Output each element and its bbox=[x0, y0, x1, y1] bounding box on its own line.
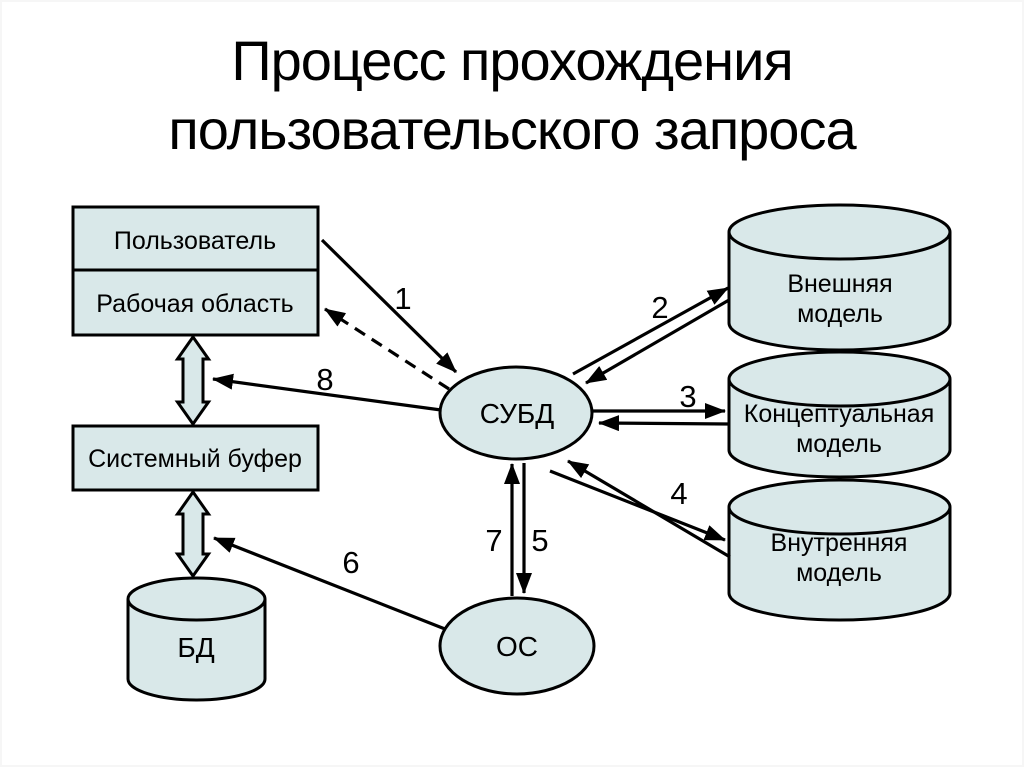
system-buffer-box bbox=[71, 424, 320, 492]
internal-model-top bbox=[727, 478, 952, 536]
db-top bbox=[126, 576, 267, 622]
arrow-label-8: 8 bbox=[316, 362, 333, 397]
conceptual-model-label-line1: Концептуальная bbox=[744, 400, 934, 428]
arrow-dashed-dbms-to-workarea bbox=[324, 307, 450, 391]
node-user-workarea: Пользователь Рабочая область bbox=[71, 205, 320, 337]
arrow-4-dbms-to-internal-model bbox=[549, 469, 726, 542]
internal-model-body bbox=[729, 507, 950, 620]
title-line1: Процесс прохождения bbox=[231, 29, 793, 92]
external-model-label-line2: модель bbox=[797, 300, 883, 328]
db-body bbox=[128, 599, 265, 700]
arrow-label-2: 2 bbox=[651, 290, 668, 325]
internal-model-outline bbox=[727, 507, 952, 622]
internal-model-label-line1: Внутренняя bbox=[771, 529, 908, 557]
arrow-1-user-to-dbms bbox=[320, 238, 458, 374]
arrow-2-dbms-to-external-model bbox=[572, 286, 729, 376]
dbms-label: СУБД bbox=[480, 398, 554, 429]
external-model-top bbox=[727, 203, 952, 261]
os-label: ОС bbox=[496, 631, 538, 662]
dbms-ellipse bbox=[438, 365, 594, 461]
node-internal-model: Внутренняя модель bbox=[727, 478, 952, 622]
internal-model-label-line2: модель bbox=[796, 559, 882, 587]
title-line2: пользовательского запроса bbox=[168, 98, 856, 161]
db-outline bbox=[126, 599, 267, 702]
db-label: БД bbox=[177, 632, 214, 663]
user-label: Пользователь bbox=[114, 227, 276, 255]
node-system-buffer: Системный буфер bbox=[71, 424, 320, 492]
arrow-external-model-to-dbms bbox=[585, 298, 730, 385]
arrow-6-os-to-buffer-db bbox=[213, 536, 446, 631]
arrow-conceptual-model-to-dbms bbox=[598, 415, 730, 432]
block-arrow-workarea-buffer bbox=[174, 334, 212, 427]
node-db: БД bbox=[126, 576, 267, 702]
node-dbms: СУБД bbox=[438, 365, 594, 461]
work-area-label: Рабочая область bbox=[96, 290, 293, 318]
block-arrow-buffer-db bbox=[174, 489, 212, 579]
arrow-label-5: 5 bbox=[531, 523, 548, 558]
conceptual-model-top bbox=[727, 350, 952, 408]
os-ellipse bbox=[438, 596, 596, 696]
arrow-label-3: 3 bbox=[679, 379, 696, 414]
arrow-label-4: 4 bbox=[670, 476, 687, 511]
conceptual-model-label-line2: модель bbox=[796, 430, 882, 458]
node-external-model: Внешняя модель bbox=[727, 203, 952, 352]
node-os: ОС bbox=[438, 596, 596, 696]
arrow-label-6: 6 bbox=[342, 545, 359, 580]
conceptual-model-outline bbox=[727, 379, 952, 479]
page-title: Процесс прохождения пользовательского за… bbox=[0, 26, 1024, 164]
external-model-body bbox=[729, 232, 950, 350]
external-model-label-line1: Внешняя bbox=[787, 270, 892, 298]
node-conceptual-model: Концептуальная модель bbox=[727, 350, 952, 479]
arrow-label-7: 7 bbox=[485, 523, 502, 558]
system-buffer-label: Системный буфер bbox=[88, 445, 302, 473]
external-model-outline bbox=[727, 232, 952, 352]
arrow-8-dbms-to-workarea-buffer bbox=[212, 373, 442, 412]
arrow-label-1: 1 bbox=[394, 281, 411, 316]
